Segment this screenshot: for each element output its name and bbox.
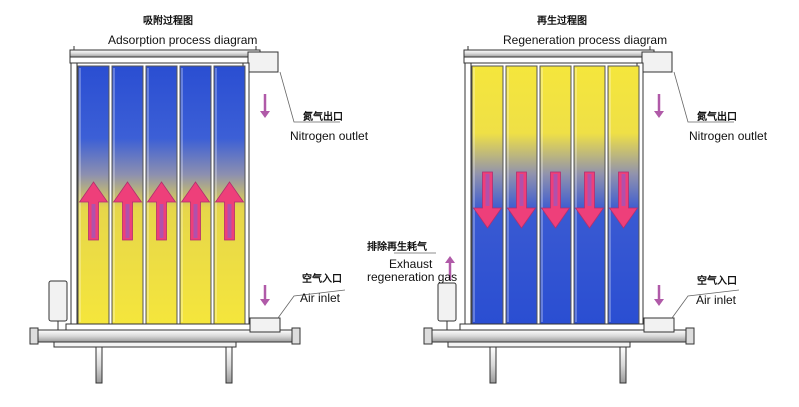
adsorption-frame-left [70, 62, 78, 328]
adsorption-nitrogen-outlet-arrow-head [260, 111, 270, 118]
regeneration-pipe-flange-right [685, 327, 695, 345]
regeneration-flow-arrow-1-core [485, 174, 490, 206]
adsorption-bottom-rail [65, 323, 257, 331]
regeneration-base-plate [447, 341, 631, 348]
exhaust-label-en-line1: Exhaust [389, 257, 433, 271]
regeneration-air-inlet-arrow-head [654, 299, 664, 306]
adsorption-base-plate [53, 341, 237, 348]
regeneration-air-leader-line [671, 289, 740, 319]
regeneration-frame-left [464, 62, 472, 328]
regeneration-inlet-box [643, 317, 675, 333]
adsorption-nitrogen-outlet-en: Nitrogen outlet [290, 129, 369, 143]
regeneration-title-en: Regeneration process diagram [503, 33, 668, 47]
regeneration-flow-arrow-2-core [519, 174, 524, 206]
regeneration-outlet-box [641, 51, 673, 73]
regeneration-flow-arrow-4-core [587, 174, 592, 206]
adsorption-column-2 [111, 65, 144, 325]
regeneration-air-inlet-cn: 空气入口 [697, 276, 737, 287]
regeneration-title-cn: 再生过程图 [537, 16, 587, 27]
regeneration-flow-arrow-5-core [621, 174, 626, 206]
regeneration-nitrogen-outlet-en: Nitrogen outlet [689, 129, 768, 143]
adsorption-inlet-box [249, 317, 281, 333]
adsorption-leg-right [225, 346, 233, 384]
exhaust-label-cn: 排除再生耗气 [367, 242, 427, 253]
regeneration-top-pipe [463, 49, 655, 58]
adsorption-title-en: Adsorption process diagram [108, 33, 258, 47]
regeneration-bottom-rail [459, 323, 651, 331]
adsorption-air-inlet-cn: 空气入口 [302, 274, 342, 285]
regeneration-exhaust-arrow-head [445, 256, 455, 263]
regeneration-panel [394, 46, 740, 384]
adsorption-pipe-flange-left [29, 327, 39, 345]
adsorption-flow-arrow-5-core [227, 204, 232, 238]
adsorption-top-rail [69, 56, 261, 64]
adsorption-leg-left [95, 346, 103, 384]
adsorption-air-inlet-en: Air inlet [300, 291, 341, 305]
regeneration-nitrogen-outlet-arrow-head [654, 111, 664, 118]
regeneration-flow-arrow-3-core [553, 174, 558, 206]
adsorption-nitrogen-leader-line [279, 71, 340, 123]
regeneration-pipe-flange-left [423, 327, 433, 345]
adsorption-air-inlet-arrow-head [260, 299, 270, 306]
adsorption-valve-cylinder [48, 280, 68, 322]
adsorption-title-cn: 吸附过程图 [143, 16, 193, 27]
adsorption-air-leader-line [277, 289, 346, 319]
adsorption-flow-arrow-4-core [193, 204, 198, 238]
adsorption-nitrogen-outlet-cn: 氮气出口 [303, 112, 343, 123]
adsorption-flow-arrow-2-core [125, 204, 130, 238]
regeneration-leg-right [619, 346, 627, 384]
adsorption-flow-arrow-1-core [91, 204, 96, 238]
adsorption-flow-arrow-3-core [159, 204, 164, 238]
adsorption-outlet-box [247, 51, 279, 73]
regeneration-leg-left [489, 346, 497, 384]
adsorption-top-pipe [69, 49, 261, 58]
adsorption-pipe-flange-right [291, 327, 301, 345]
adsorption-panel [29, 46, 346, 384]
regeneration-nitrogen-outlet-cn: 氮气出口 [697, 112, 737, 123]
regeneration-valve-cylinder [437, 282, 457, 322]
regeneration-top-rail [463, 56, 655, 64]
exhaust-label-en-line2: regeneration gas [367, 270, 458, 284]
regeneration-air-inlet-en: Air inlet [696, 293, 737, 307]
regeneration-nitrogen-leader-line [673, 71, 734, 123]
